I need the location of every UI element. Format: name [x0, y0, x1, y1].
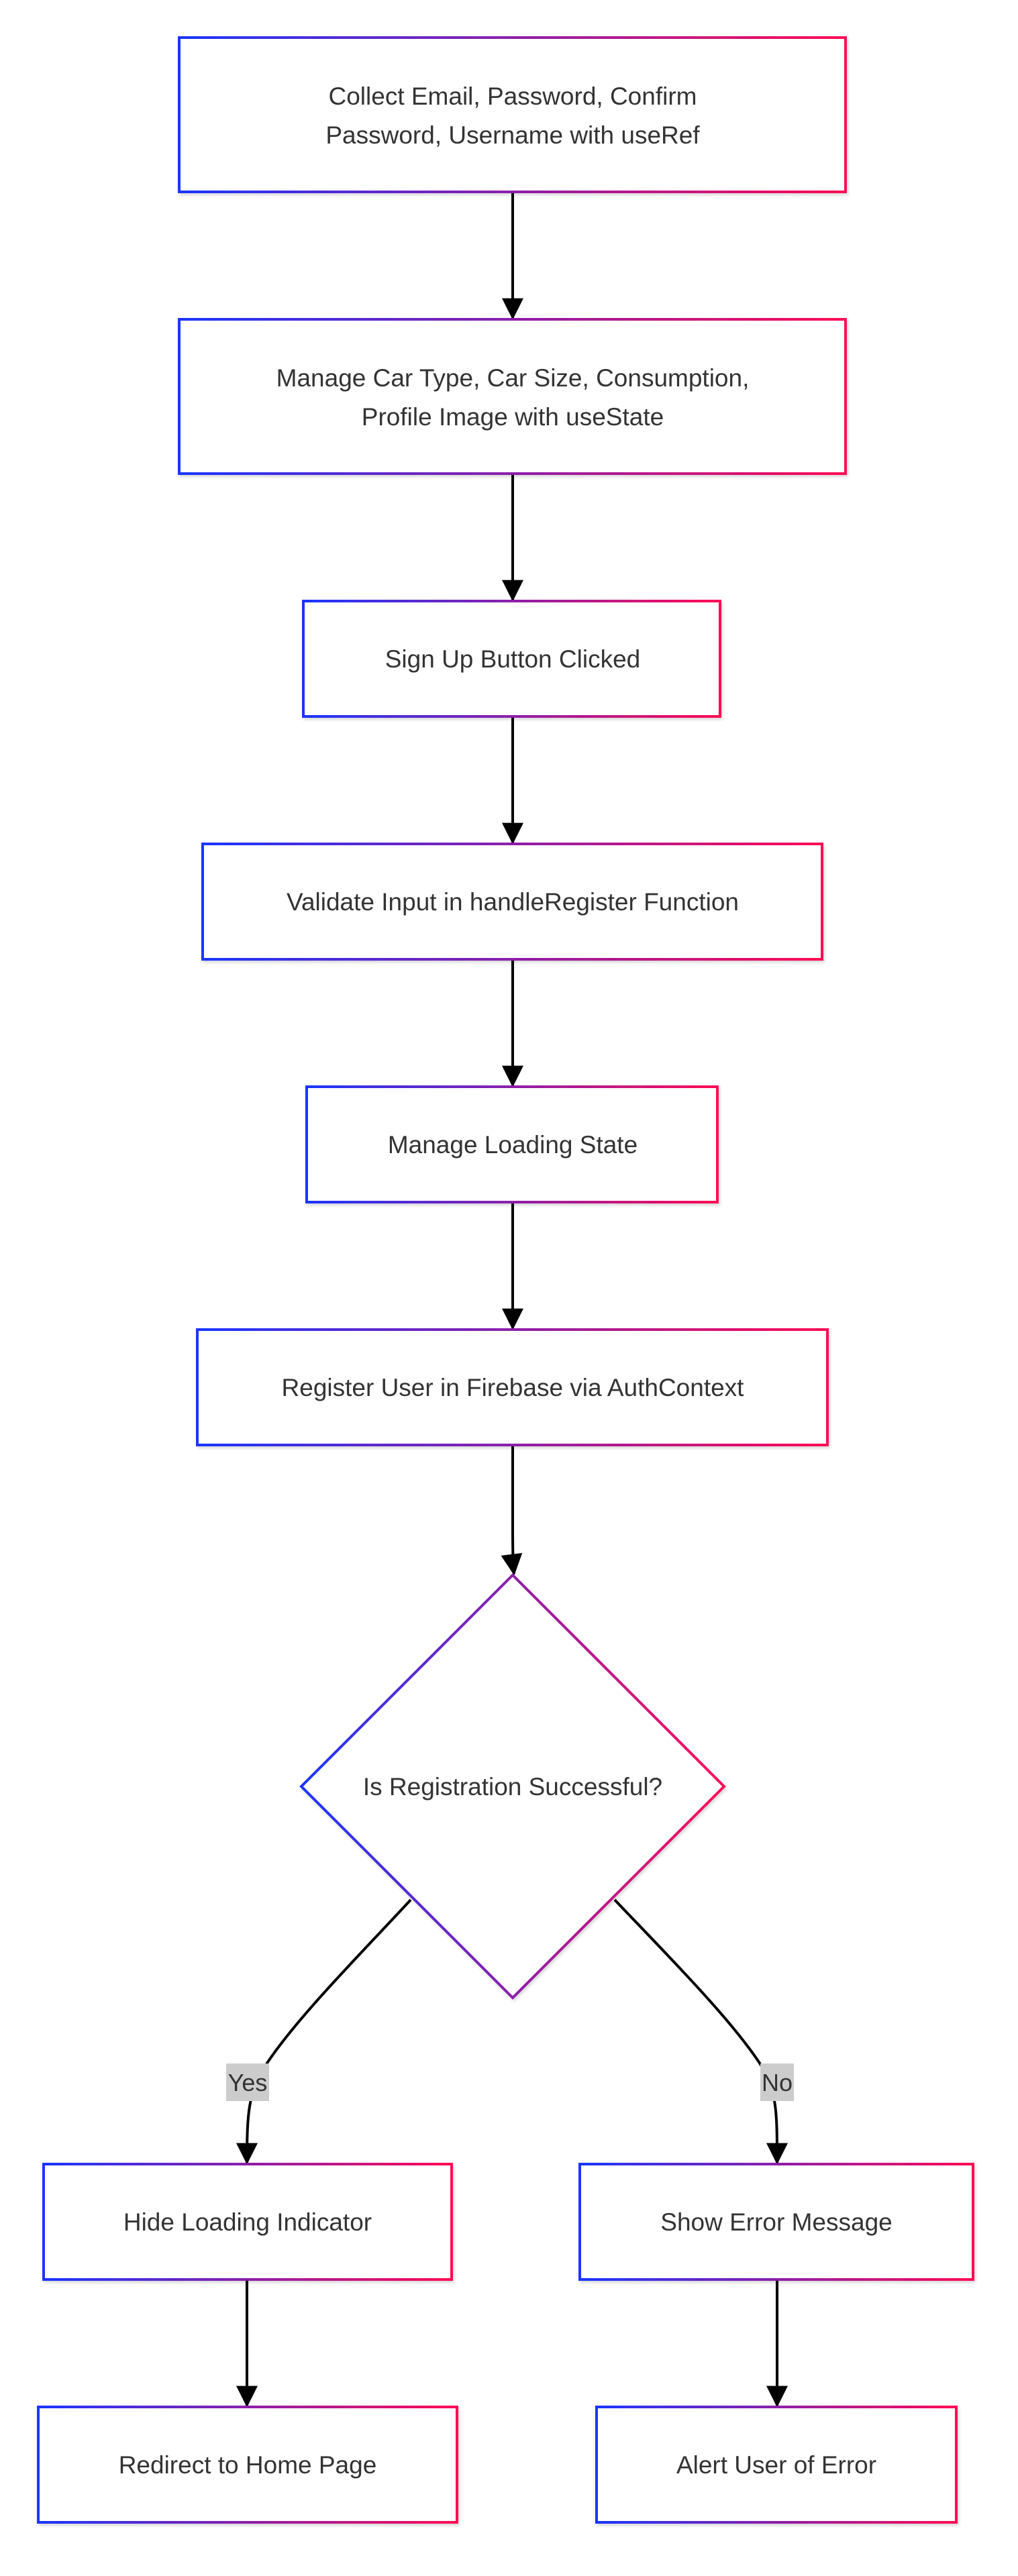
node-show-error-line-1: Show Error Message [660, 2208, 892, 2236]
node-validate-input: Validate Input in handleRegister Functio… [201, 843, 823, 961]
node-register-firebase-box [196, 1328, 829, 1446]
node-manage-loading-box [305, 1085, 719, 1203]
node-collect-inputs-line-1: Collect Email, Password, Confirm [329, 83, 697, 110]
node-alert-error-box [595, 2406, 958, 2524]
edge-label-no-bg [760, 2063, 794, 2101]
node-hide-loading-line-1: Hide Loading Indicator [123, 2208, 372, 2236]
node-manage-loading: Manage Loading State [305, 1085, 719, 1203]
edge-label-yes-text: Yes [228, 2069, 268, 2096]
node-validate-input-box [201, 843, 823, 961]
node-alert-error: Alert User of Error [595, 2406, 958, 2524]
node-manage-car-state-box [178, 318, 847, 475]
node-show-error-box [578, 2163, 974, 2281]
node-show-error: Show Error Message [578, 2163, 974, 2281]
node-register-firebase: Register User in Firebase via AuthContex… [196, 1328, 829, 1446]
edge-label-no-text: No [762, 2069, 793, 2096]
node-register-firebase-line-1: Register User in Firebase via AuthContex… [282, 1374, 745, 1401]
edge-n7-n8 [236, 1898, 412, 2165]
node-alert-error-line-1: Alert User of Error [676, 2451, 876, 2479]
node-collect-inputs: Collect Email, Password, Confirm Passwor… [178, 36, 847, 193]
node-hide-loading: Hide Loading Indicator [42, 2163, 453, 2281]
edge-label-yes: Yes [226, 2063, 269, 2101]
node-collect-inputs-line-2: Password, Username with useRef [325, 121, 700, 149]
node-manage-car-state: Manage Car Type, Car Size, Consumption, … [178, 318, 847, 475]
node-validate-input-line-1: Validate Input in handleRegister Functio… [287, 888, 739, 916]
node-signup-clicked-line-1: Sign Up Button Clicked [385, 645, 640, 673]
node-redirect-home: Redirect to Home Page [37, 2406, 458, 2524]
node-signup-clicked: Sign Up Button Clicked [302, 600, 721, 718]
node-registration-decision: Is Registration Successful? [299, 1573, 726, 2000]
edge-n6-n7 [501, 1445, 523, 1576]
node-hide-loading-box [42, 2163, 453, 2281]
node-redirect-home-line-1: Redirect to Home Page [119, 2451, 377, 2479]
node-manage-loading-line-1: Manage Loading State [388, 1131, 638, 1159]
node-manage-car-state-line-1: Manage Car Type, Car Size, Consumption, [276, 364, 750, 392]
edge-label-yes-bg [226, 2063, 269, 2101]
node-redirect-home-box [37, 2406, 458, 2524]
edge-n7-n9 [613, 1898, 788, 2165]
node-registration-decision-diamond [299, 1573, 726, 2000]
node-collect-inputs-box [178, 36, 847, 193]
node-registration-decision-line-1: Is Registration Successful? [363, 1773, 662, 1801]
edge-label-no: No [760, 2063, 794, 2101]
edges [236, 193, 788, 2408]
node-signup-clicked-box [302, 600, 721, 718]
node-manage-car-state-line-2: Profile Image with useState [362, 403, 664, 431]
